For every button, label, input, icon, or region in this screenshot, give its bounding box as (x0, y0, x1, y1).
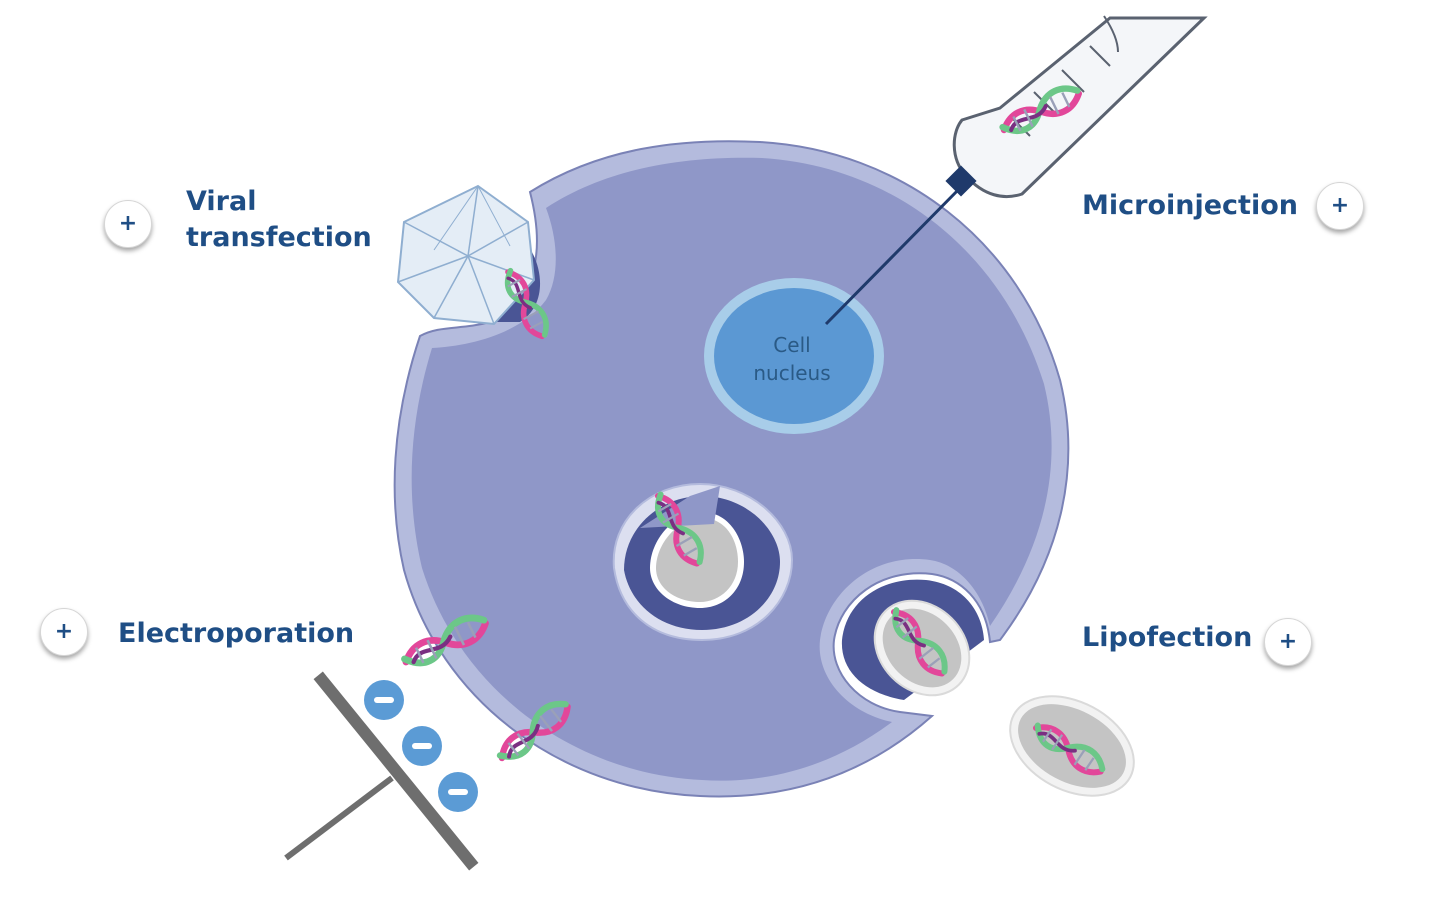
viral-transfection-label: Viral transfection (186, 184, 372, 256)
lipofection-label: Lipofection (1082, 622, 1253, 653)
plus-icon: + (118, 211, 138, 236)
electroporation-expand-button[interactable]: + (40, 608, 88, 656)
lipofection-entry-pocket (841, 579, 984, 700)
microinjection-expand-button[interactable]: + (1316, 182, 1364, 230)
minus-ion-icon (438, 772, 478, 812)
plus-icon: + (54, 619, 74, 644)
endosome (612, 482, 794, 642)
viral-label-line-1: Viral (186, 186, 257, 217)
minus-ion-icon (364, 680, 404, 720)
syringe-needle (824, 184, 964, 326)
lipofection-expand-button[interactable]: + (1264, 618, 1312, 666)
virus-capsid-icon (396, 184, 536, 326)
cytoplasm (411, 157, 1052, 781)
electroporation-label: Electroporation (118, 618, 355, 649)
plus-icon: + (1330, 193, 1350, 218)
nucleus-label-line-1: Cell (773, 333, 810, 357)
plus-icon: + (1278, 629, 1298, 654)
liposome (1009, 695, 1135, 797)
cell-nucleus: Cell nucleus (704, 278, 884, 434)
nucleus-label-line-2: nucleus (753, 361, 830, 385)
syringe-icon (945, 15, 1208, 198)
microinjection-label: Microinjection (1082, 190, 1298, 221)
electrode-icon (284, 671, 479, 871)
viral-label-line-2: transfection (186, 222, 372, 253)
minus-ion-icon (402, 726, 442, 766)
viral-transfection-expand-button[interactable]: + (104, 200, 152, 248)
